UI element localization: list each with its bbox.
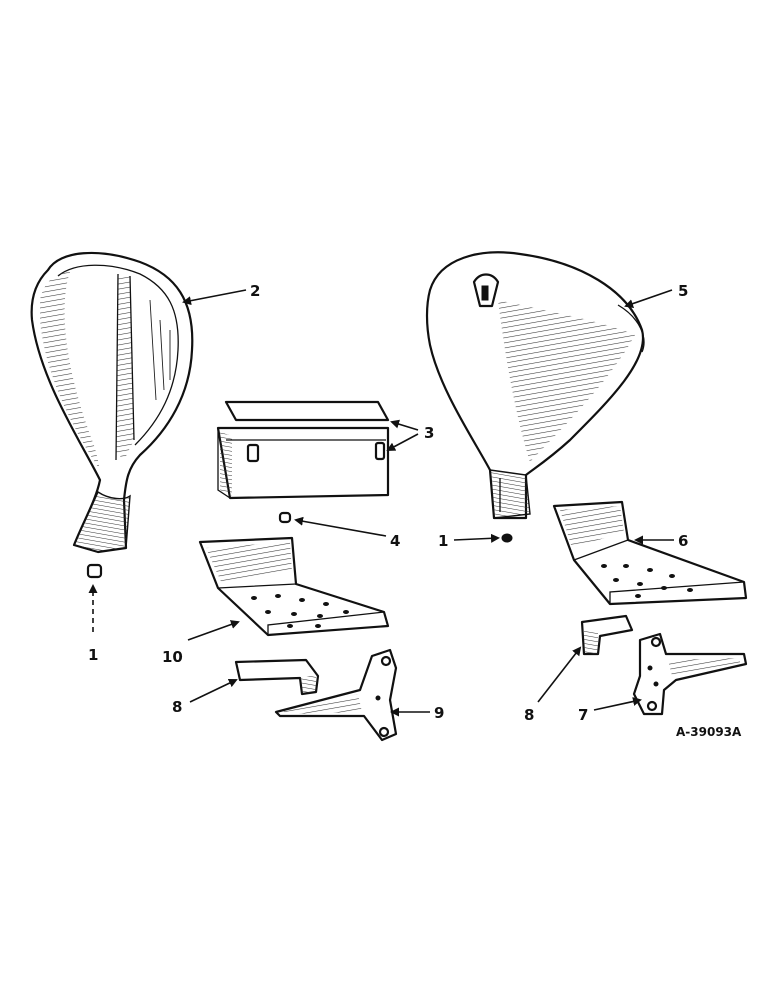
bushing-left xyxy=(86,563,103,579)
support-right xyxy=(632,632,748,716)
callout-6: 6 xyxy=(678,532,688,550)
step-bracket-right xyxy=(580,614,634,656)
bushing-right xyxy=(501,533,513,543)
callout-2: 2 xyxy=(250,282,260,300)
leader-10 xyxy=(187,620,240,641)
platform-left xyxy=(198,536,390,637)
callout-7: 7 xyxy=(578,706,588,724)
callout-labels: 1 2 3 4 1 5 6 10 8 9 8 7 xyxy=(88,282,688,724)
seat-pan-left xyxy=(30,251,194,554)
callout-5: 5 xyxy=(678,282,688,300)
platform-right xyxy=(552,500,748,606)
reference-number: A-39093A xyxy=(676,725,742,739)
leader-2 xyxy=(182,289,247,306)
step-bracket-left xyxy=(234,658,320,696)
callout-1-left: 1 xyxy=(88,646,98,664)
leader-8-right xyxy=(537,646,582,703)
callout-1-right: 1 xyxy=(438,532,448,550)
callout-4: 4 xyxy=(390,532,400,550)
tool-box xyxy=(216,400,390,500)
seat-pan-right xyxy=(425,251,645,520)
support-left xyxy=(274,648,398,742)
leader-3b xyxy=(386,433,419,451)
leader-4 xyxy=(294,516,387,537)
fastener xyxy=(278,511,292,524)
leader-3a xyxy=(390,419,419,431)
leader-8-left xyxy=(189,678,238,703)
callout-9: 9 xyxy=(434,704,444,722)
callout-8-left: 8 xyxy=(172,698,182,716)
leader-5 xyxy=(624,289,673,308)
leader-7 xyxy=(593,697,642,711)
leader-1-right xyxy=(453,533,500,543)
callout-10: 10 xyxy=(162,648,183,666)
leader-lines xyxy=(88,289,674,717)
callout-8-right: 8 xyxy=(524,706,534,724)
callout-3: 3 xyxy=(424,424,434,442)
